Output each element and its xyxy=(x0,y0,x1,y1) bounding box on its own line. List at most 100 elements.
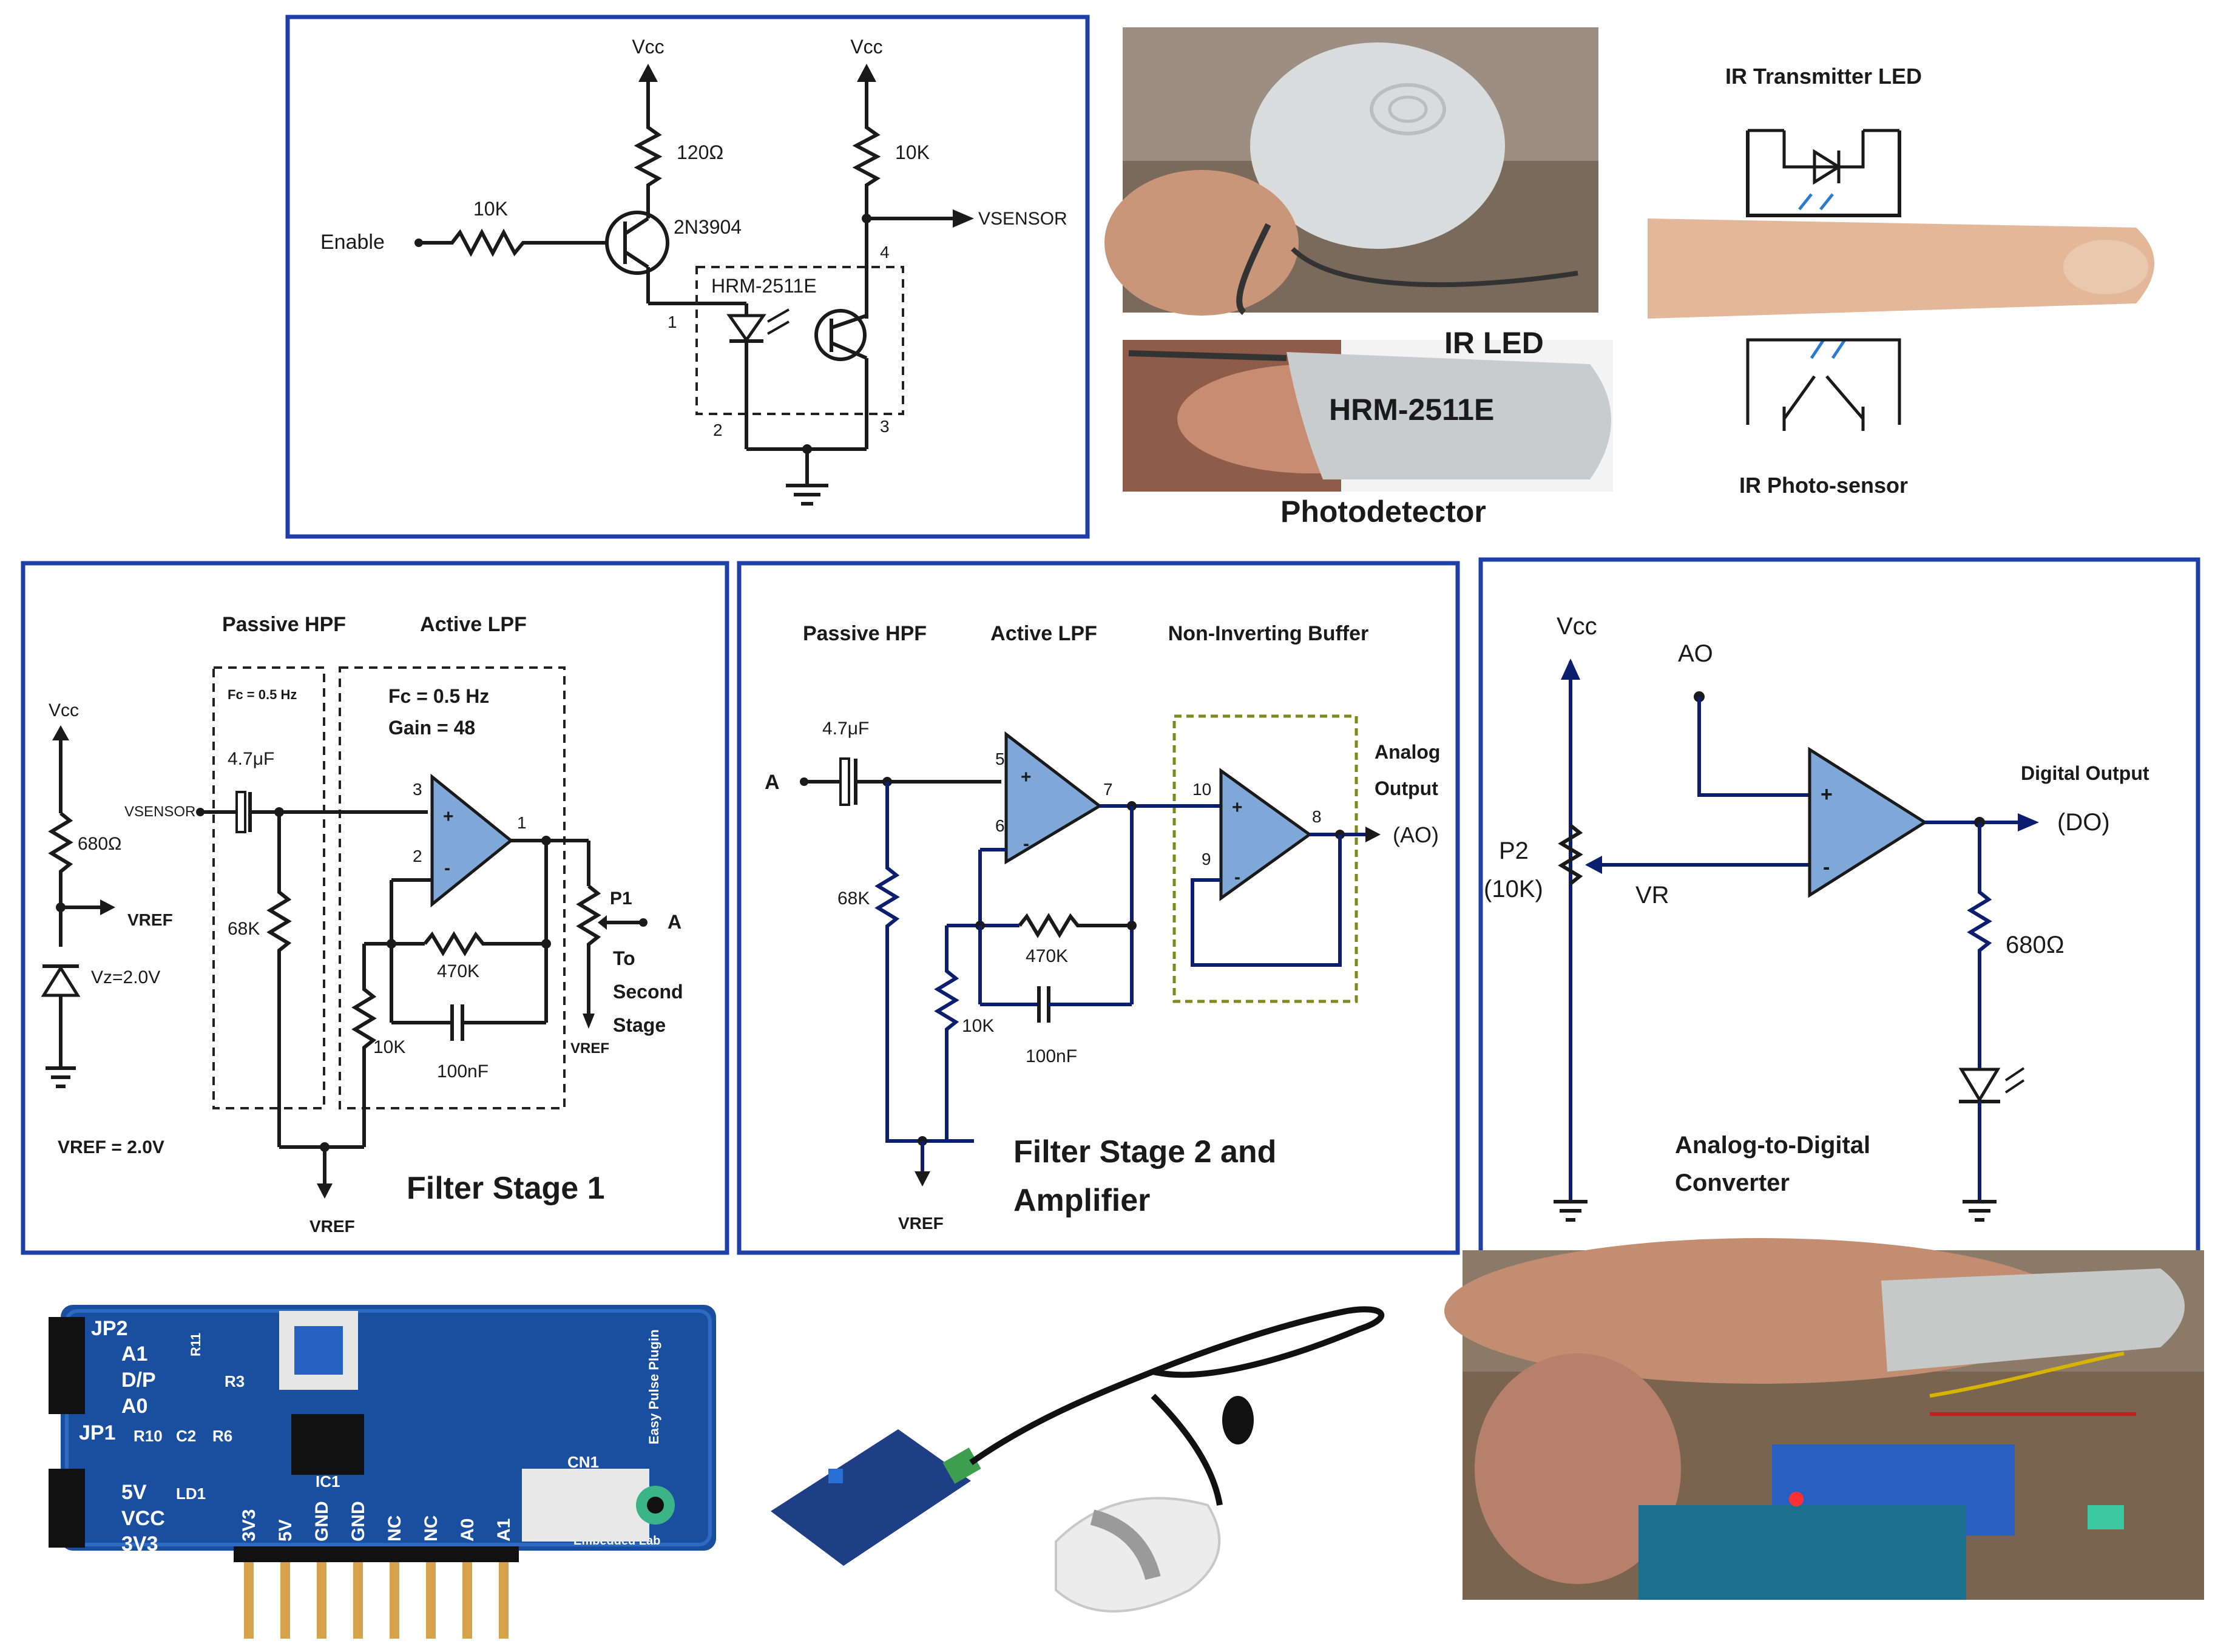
photodetector-label: Photodetector xyxy=(1280,495,1486,529)
pin3-label: 3 xyxy=(880,417,890,436)
comparator xyxy=(1808,746,1928,898)
active-lpf-label: Active LPF xyxy=(420,613,527,636)
vref-2-label: VREF xyxy=(898,1214,944,1233)
sensor-circuit-frame xyxy=(285,15,1090,539)
active-lpf-2-label: Active LPF xyxy=(990,622,1097,645)
fc-small-label: Fc = 0.5 Hz xyxy=(228,687,297,702)
pin3-label: 3 xyxy=(413,780,422,799)
active-lpf-box xyxy=(339,666,566,1109)
sensor-photos: IR LED HRM-2511E Photodetector xyxy=(1104,27,1613,529)
pin9-label: 9 xyxy=(1202,850,1211,868)
output-led-icon xyxy=(1958,1068,2001,1103)
ir-photosensor-label: IR Photo-sensor xyxy=(1739,473,1908,498)
vsensor-label: VSENSOR xyxy=(978,209,1067,229)
cap2-label: 4.7μF xyxy=(822,719,869,739)
filter-stage-1-frame xyxy=(21,561,729,1255)
analog-label: Analog xyxy=(1375,741,1440,763)
r470k-2-label: 470K xyxy=(1026,946,1068,966)
filter-stage-2-title: Filter Stage 2 and xyxy=(1013,1134,1276,1170)
finger-tip-photo xyxy=(1104,170,1299,316)
board-pin-label: A0 xyxy=(458,1518,478,1542)
svg-text:+: + xyxy=(1821,783,1833,806)
board-pin-label: 5V xyxy=(276,1519,296,1542)
passive-hpf-label: Passive HPF xyxy=(222,613,346,636)
r10k-label: 10K xyxy=(373,1037,405,1057)
v5-label: 5V xyxy=(121,1481,147,1504)
vref-bottom-label: VREF xyxy=(309,1217,355,1236)
a-label: A xyxy=(668,911,681,933)
vcc-label: Vcc xyxy=(49,700,79,720)
passive-hpf-2-label: Passive HPF xyxy=(803,622,927,645)
audio-jack xyxy=(522,1469,649,1542)
vr-label: VR xyxy=(1635,882,1669,909)
filter-stage-1-panel: Passive HPF Active LPF Fc = 0.5 Hz Fc = … xyxy=(21,561,729,1255)
sensor-circuit-panel: Vcc Vcc 120Ω 10K VSENSOR Enable 10K 2N39… xyxy=(285,15,1090,539)
svg-text:-: - xyxy=(1234,867,1240,887)
pin1-label: 1 xyxy=(668,313,677,331)
to-second-label-3: Stage xyxy=(613,1014,666,1036)
digital-output-label: Digital Output xyxy=(2021,762,2149,784)
r680-label: 680Ω xyxy=(78,834,121,854)
transistor-label: 2N3904 xyxy=(674,216,742,238)
pin1-label: 1 xyxy=(517,813,527,832)
p2-value-label: (10K) xyxy=(1484,876,1543,902)
clip-sensor-shape xyxy=(1250,42,1505,249)
pulse-sensor-cable-photo xyxy=(771,1306,1385,1613)
to-second-label-2: Second xyxy=(613,981,683,1003)
jp3-label: JP3 xyxy=(209,1561,229,1593)
r-collector-label: 10K xyxy=(895,141,930,163)
hrm-photo-label: HRM-2511E xyxy=(1329,393,1494,427)
finger-illustration xyxy=(1648,218,2154,319)
pin2-label: 2 xyxy=(713,421,723,439)
svg-text:-: - xyxy=(444,858,450,878)
vcc-left-label: Vcc xyxy=(632,36,664,58)
r68k-2-label: 68K xyxy=(837,889,870,909)
vref-pot-label: VREF xyxy=(570,1040,609,1057)
c100n-label: 100nF xyxy=(437,1061,489,1082)
svg-text:+: + xyxy=(1232,797,1243,818)
board-pin-label: NC xyxy=(385,1515,405,1542)
adc-vcc-label: Vcc xyxy=(1557,613,1597,640)
pin10-label: 10 xyxy=(1192,780,1211,799)
board-pin-label: A1 xyxy=(494,1518,514,1542)
r10-label: R10 xyxy=(134,1427,163,1445)
module-pcb xyxy=(771,1429,971,1566)
setup-photo xyxy=(1444,1238,2204,1600)
svg-text:+: + xyxy=(443,807,454,827)
pin5-label: 5 xyxy=(995,750,1005,768)
pin2-label: 2 xyxy=(413,847,422,865)
passive-hpf-box xyxy=(212,666,325,1109)
r470k-label: 470K xyxy=(437,961,479,981)
r680-adc-label: 680Ω xyxy=(2006,932,2065,958)
filter-stage-1-title: Filter Stage 1 xyxy=(407,1171,605,1206)
cap-label: 4.7μF xyxy=(228,749,274,769)
ear-clip xyxy=(1222,1396,1254,1444)
jp2-label: JP2 xyxy=(91,1317,128,1340)
pin4-label: 4 xyxy=(880,243,890,262)
finger-clip-sensor xyxy=(1881,1268,2185,1372)
easy-pulse-label: Easy Pulse Plugin xyxy=(646,1329,661,1444)
r-base-label: 10K xyxy=(473,198,508,220)
board-pin-label: NC xyxy=(421,1515,441,1542)
fc-label: Fc = 0.5 Hz xyxy=(388,685,489,707)
filter-stage-2-title-2: Amplifier xyxy=(1013,1183,1150,1218)
vref-label: VREF xyxy=(127,910,173,929)
enable-label: Enable xyxy=(320,231,385,254)
opamp-2 xyxy=(1004,731,1103,865)
module-label: HRM-2511E xyxy=(711,275,817,297)
r68k-label: 68K xyxy=(228,919,260,939)
adc-title: Analog-to-Digital xyxy=(1675,1132,1870,1159)
ir-diagram: IR Transmitter LED IR Photo-sensor xyxy=(1648,64,2154,498)
c100n-2-label: 100nF xyxy=(1026,1046,1077,1066)
ir-led-icon xyxy=(1813,149,1842,185)
gain-label: Gain = 48 xyxy=(388,717,475,739)
output-label: Output xyxy=(1375,777,1438,799)
opamp-buffer xyxy=(1219,768,1313,901)
r-led-label: 120Ω xyxy=(677,141,723,163)
pin6-label: 6 xyxy=(995,816,1005,835)
a0-label: A0 xyxy=(121,1395,147,1418)
ic1-label: IC1 xyxy=(316,1472,340,1491)
ao-label: (AO) xyxy=(1393,822,1439,847)
vref-eq-label: VREF = 2.0V xyxy=(58,1137,164,1157)
r10k-2-label: 10K xyxy=(962,1016,994,1036)
